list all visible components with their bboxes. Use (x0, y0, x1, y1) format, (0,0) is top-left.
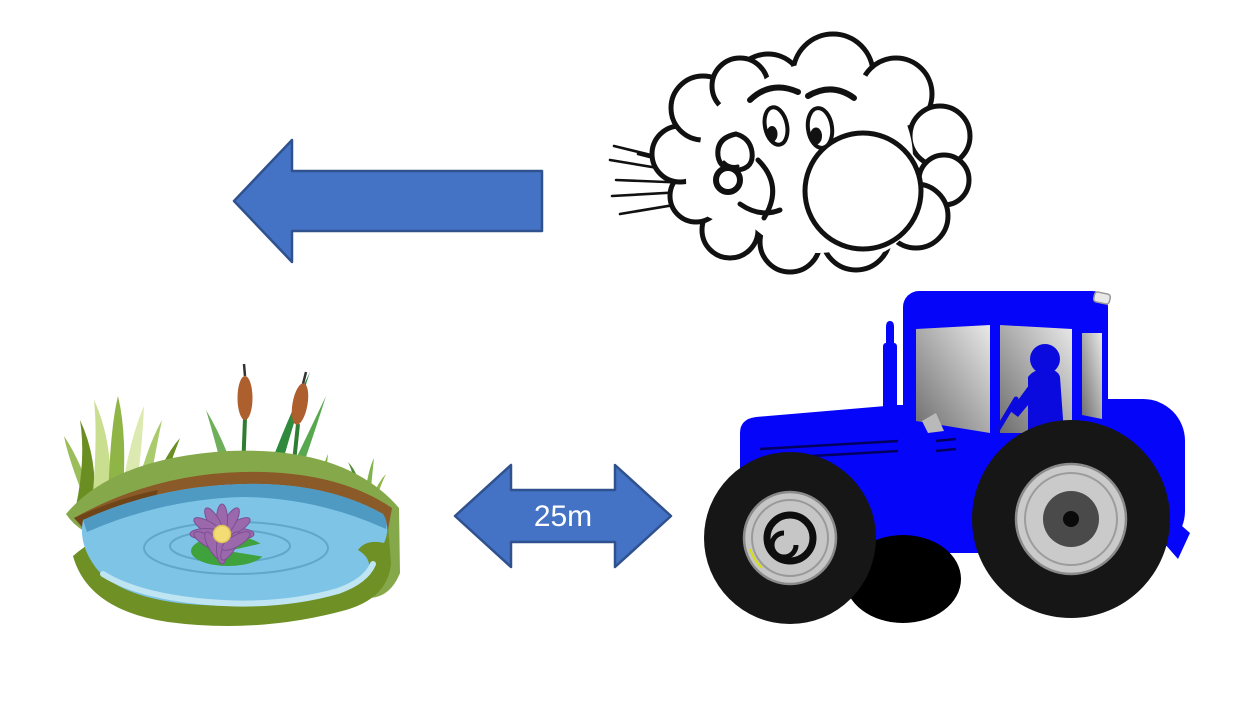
pond-icon (58, 358, 403, 648)
tractor-rear-wheel (972, 420, 1170, 618)
wind-direction-arrow (232, 138, 545, 265)
double-headed-arrow-icon (453, 463, 673, 569)
wind-cloud-icon (608, 28, 974, 286)
tractor-front-wheel (704, 452, 876, 624)
distance-arrow: 25m (453, 461, 673, 571)
left-arrow-icon (232, 138, 544, 264)
distance-label: 25m (534, 500, 592, 533)
tractor-icon (698, 281, 1193, 631)
